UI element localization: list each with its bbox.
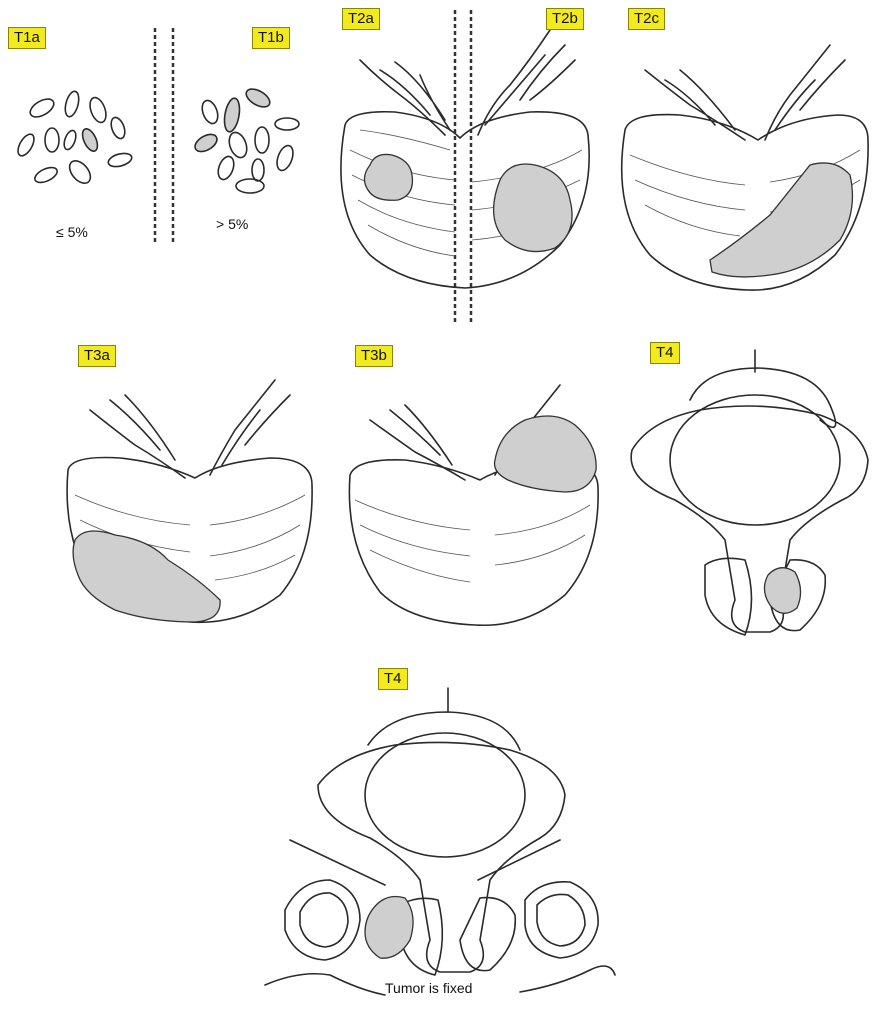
t2ab-gland (341, 30, 589, 288)
t4-bottom-tumor (365, 897, 413, 959)
stage-label-t2b: T2b (546, 8, 584, 30)
stage-label-t2c: T2c (628, 8, 665, 30)
t4-top-tumor (764, 568, 800, 614)
t1b-cell-cluster (192, 85, 299, 193)
t1b-percent-caption: > 5% (216, 216, 248, 232)
stage-label-t3a: T3a (78, 345, 116, 367)
t3b-gland (349, 385, 598, 625)
t2a-tumor (364, 154, 412, 200)
t3b-tumor (495, 416, 597, 492)
t3a-tumor (73, 531, 220, 622)
t1a-cell-cluster (15, 90, 133, 187)
t4-bottom-gland (265, 688, 615, 995)
t2b-tumor (494, 164, 572, 252)
t2c-gland (622, 45, 868, 290)
stage-label-t4-top: T4 (650, 342, 680, 364)
t1a-percent-caption: ≤ 5% (56, 224, 88, 240)
stage-label-t4-bottom: T4 (378, 668, 408, 690)
stage-label-t2a: T2a (342, 8, 380, 30)
t4-top-gland (631, 350, 868, 635)
stage-label-t1b: T1b (252, 27, 290, 49)
stage-label-t1a: T1a (8, 27, 46, 49)
tumor-fixed-caption: Tumor is fixed (385, 980, 472, 996)
stage-label-t3b: T3b (355, 345, 393, 367)
t3a-gland (67, 380, 312, 622)
